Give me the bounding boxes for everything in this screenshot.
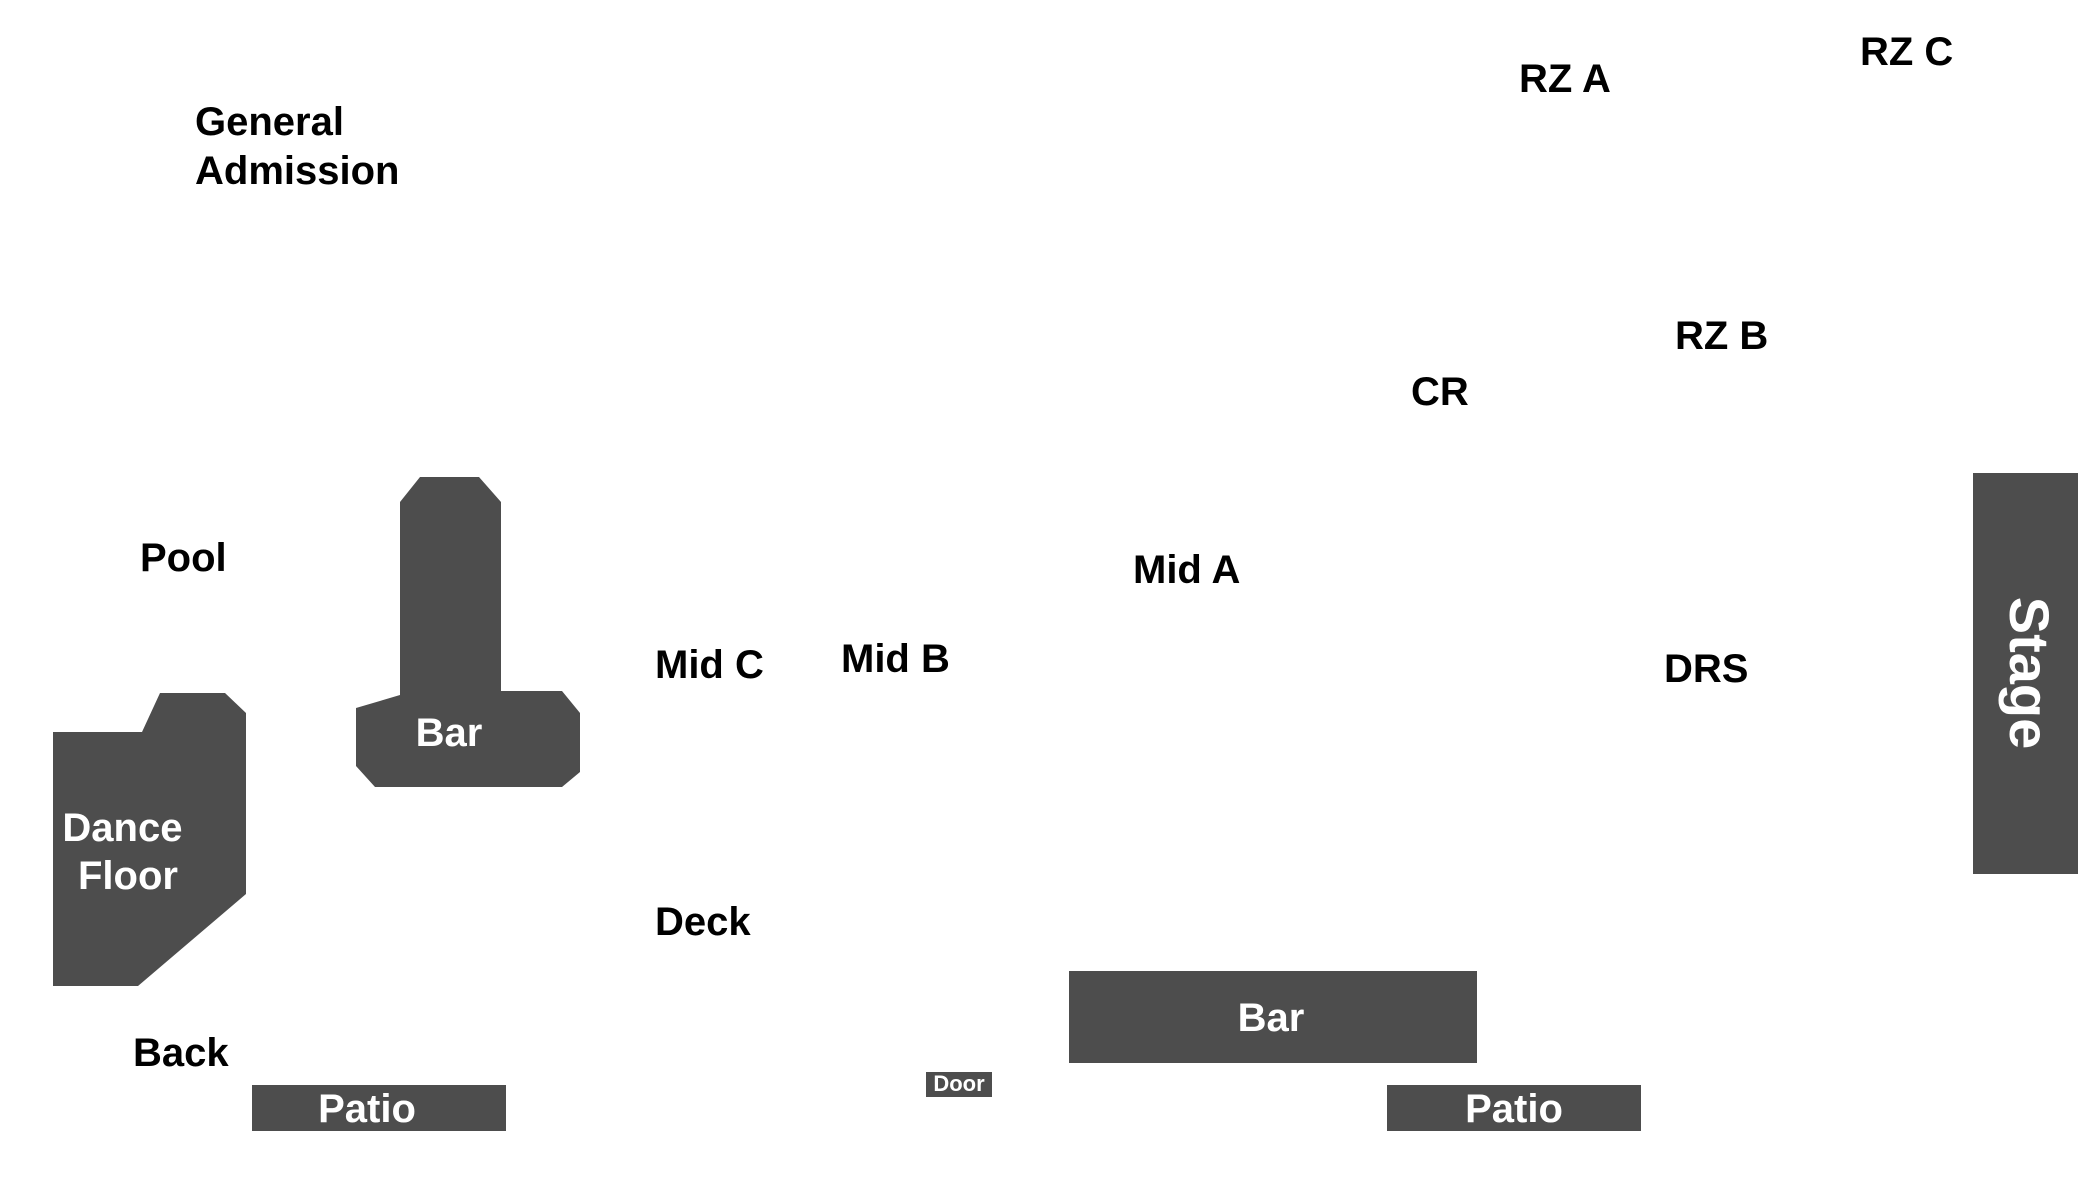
bar-left [356, 477, 580, 787]
stage [1973, 473, 2078, 874]
section-rz-b[interactable]: RZ B [1675, 314, 1768, 358]
general-admission-line2: Admission [195, 149, 399, 193]
section-mid-c[interactable]: Mid C [655, 643, 764, 687]
section-cr[interactable]: CR [1411, 370, 1469, 414]
patio-right [1387, 1085, 1641, 1131]
dance-floor [53, 693, 246, 986]
stage-label: Stage [1998, 597, 2061, 750]
bar-bottom-label: Bar [1238, 996, 1305, 1040]
section-rz-a[interactable]: RZ A [1519, 57, 1611, 101]
patio-left [252, 1085, 506, 1131]
section-mid-a[interactable]: Mid A [1133, 548, 1240, 592]
bar-left-label: Bar [416, 711, 483, 755]
section-rz-c[interactable]: RZ C [1860, 30, 1953, 74]
section-drs[interactable]: DRS [1664, 647, 1748, 691]
section-back[interactable]: Back [133, 1031, 229, 1075]
dance-floor-line2: Floor [78, 854, 178, 898]
section-general-admission[interactable]: General Admission [195, 100, 399, 193]
section-deck[interactable]: Deck [655, 900, 751, 944]
patio-left-label: Patio [318, 1087, 416, 1131]
patio-right-label: Patio [1465, 1087, 1563, 1131]
bar-bottom [1069, 971, 1477, 1063]
dance-floor-line1: Dance [62, 806, 182, 850]
door-label: Door [933, 1071, 985, 1096]
section-pool[interactable]: Pool [140, 536, 227, 580]
dance-floor-label: Dance Floor [62, 806, 193, 898]
section-mid-b[interactable]: Mid B [841, 637, 950, 681]
door [926, 1072, 992, 1097]
general-admission-line1: General [195, 100, 344, 144]
